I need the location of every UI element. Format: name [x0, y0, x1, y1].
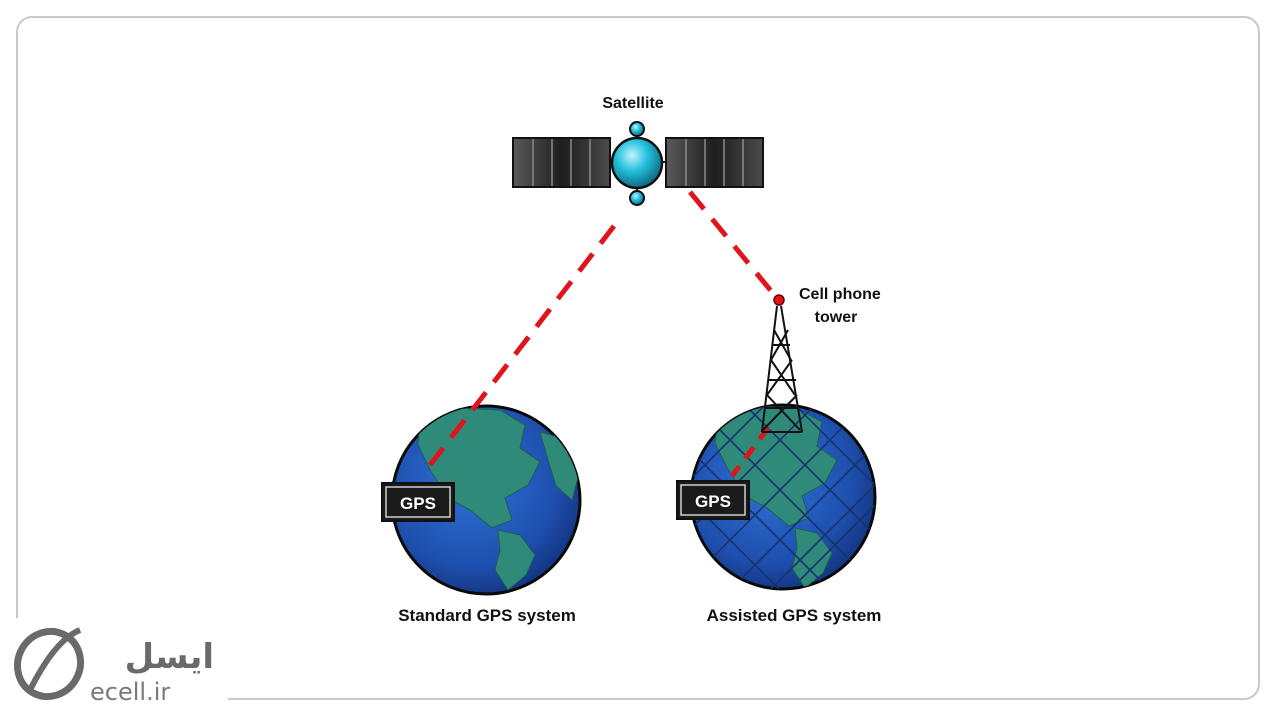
satellite-antenna-bottom — [629, 190, 645, 206]
brand-domain: ecell.ir — [90, 678, 170, 706]
tower-antenna-light — [773, 294, 785, 306]
satellite-label: Satellite — [602, 95, 663, 112]
solar-panel-right — [665, 137, 764, 188]
land-central-america — [494, 529, 536, 591]
satellite-body — [610, 136, 664, 190]
satellite-to-standard-gps-signal — [428, 224, 616, 467]
brand-name-fa: ایسل — [125, 637, 214, 677]
image-frame — [16, 16, 1260, 700]
gps-receiver-assisted: GPS — [676, 480, 750, 520]
ecell-logo-icon — [13, 627, 85, 701]
solar-panel-left — [512, 137, 611, 188]
gps-label-assisted: GPS — [695, 492, 731, 511]
satellite-to-tower-signal — [688, 190, 778, 299]
cell-tower-icon — [761, 294, 803, 433]
gps-receiver-standard: GPS — [381, 482, 455, 522]
tower-label-line1: Cell phone — [799, 286, 881, 303]
land-central-america — [791, 527, 833, 589]
gps-label-standard: GPS — [400, 494, 436, 513]
assisted-gps-caption: Assisted GPS system — [707, 606, 882, 625]
satellite-icon — [512, 121, 764, 206]
standard-gps-caption: Standard GPS system — [398, 606, 576, 625]
tower-label-line2: tower — [815, 309, 858, 326]
assisted-globe — [689, 403, 877, 591]
tower-to-assisted-gps-signal — [730, 426, 770, 478]
signal-lines — [428, 190, 778, 478]
satellite-antenna-top — [629, 121, 645, 137]
